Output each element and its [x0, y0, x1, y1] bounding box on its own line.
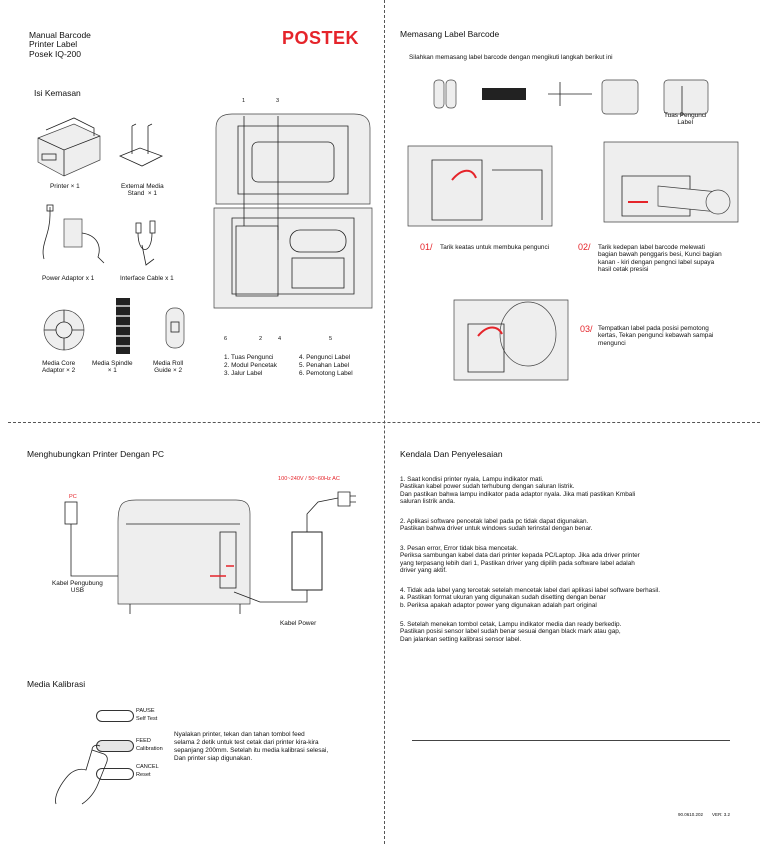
callout-number: 4 — [278, 336, 282, 342]
section-memasang-label: Memasang Label Barcode — [400, 29, 500, 39]
item-label: Interface Cable x 1 — [120, 275, 174, 282]
media-stand-illustration — [118, 123, 164, 167]
calibration-label: Calibration — [136, 746, 163, 752]
troubleshoot-paragraph: 1. Saat kondisi printer nyala, Lampu ind… — [400, 476, 636, 506]
item-label: Power Adaptor x 1 — [42, 275, 95, 282]
item-label: Media Roll Guide × 2 — [153, 360, 184, 375]
step3-illustration — [453, 299, 569, 381]
media-roll-guide-illustration — [165, 307, 185, 349]
item-label: Media Core Adaptor × 2 — [42, 360, 76, 375]
parts-legend-left: 1. Tuas Pengunci 2. Modul Pencetak 3. Ja… — [224, 354, 277, 377]
section-media-kalibrasi: Media Kalibrasi — [27, 679, 86, 689]
feed-label: FEED — [136, 738, 151, 744]
callout-number: 3 — [276, 98, 280, 104]
step-text: Tempatkan label pada posisi pemotong ker… — [598, 325, 714, 347]
step1-illustration — [407, 145, 553, 227]
power-cable-label: Kabel Power — [280, 620, 317, 627]
item-label: External Media Stand × 1 — [121, 183, 164, 198]
step-number: 01/ — [420, 242, 433, 252]
part-label-tuas-pengunci: Tuas Pengunci Label — [664, 112, 707, 127]
connection-diagram — [64, 491, 356, 614]
self-test-label: Self Test — [136, 716, 158, 722]
footer-version: VER: 3.2 — [712, 812, 731, 817]
footer-rule — [412, 740, 730, 741]
step-number: 02/ — [578, 242, 591, 252]
troubleshoot-paragraph: 4. Tidak ada label yang tercetak setelah… — [400, 587, 661, 609]
step2-illustration — [603, 141, 739, 223]
callout-number: 2 — [259, 336, 263, 342]
power-adaptor-illustration — [42, 204, 105, 264]
troubleshoot-paragraph: 3. Pesan error, Error tidak bisa menceta… — [400, 545, 640, 575]
hand-pressing-illustration — [55, 744, 108, 805]
media-core-adaptor-illustration — [43, 309, 85, 351]
step-number: 03/ — [580, 324, 593, 334]
horizontal-divider — [8, 422, 760, 423]
parts-legend-right: 4. Pengunci Label 5. Penahan Label 6. Pe… — [299, 354, 353, 377]
item-label: Printer × 1 — [50, 183, 80, 190]
callout-number: 6 — [224, 336, 228, 342]
pc-label: PC — [69, 494, 77, 500]
manual-title-2: Printer Label — [29, 39, 78, 49]
calibration-instructions: Nyalakan printer, tekan dan tahan tombol… — [174, 731, 329, 762]
cancel-button[interactable] — [96, 768, 134, 780]
power-spec: 100~240V / 50~60Hz AC — [278, 476, 340, 482]
section-isi-kemasan: Isi Kemasan — [34, 88, 81, 98]
troubleshoot-paragraph: 5. Setelah menekan tombol cetak, Lampu i… — [400, 621, 622, 643]
item-label: Media Spindle × 1 — [92, 360, 133, 375]
manual-title-3: Posek IQ-200 — [29, 49, 81, 59]
callout-number: 1 — [242, 98, 246, 104]
cancel-label: CANCEL — [136, 764, 159, 770]
manual-title-1: Manual Barcode — [29, 30, 91, 40]
troubleshoot-paragraph: 2. Aplikasi software pencetak label pada… — [400, 518, 593, 533]
interface-cable-illustration — [135, 220, 156, 266]
usb-cable-label: Kabel Pengubung USB — [52, 580, 103, 595]
pause-button[interactable] — [96, 710, 134, 722]
step-text: Tarik keatas untuk membuka pengunci — [440, 244, 550, 251]
printer-illustration — [37, 117, 101, 177]
label-parts-illustration — [433, 79, 709, 116]
reset-label: Reset — [136, 772, 151, 778]
feed-button[interactable] — [96, 740, 134, 752]
media-spindle-illustration — [116, 298, 130, 354]
footer-code: 90.0610.202 — [678, 812, 704, 817]
pause-label: PAUSE — [136, 708, 155, 714]
open-printer-diagram — [213, 113, 373, 309]
section-kendala: Kendala Dan Penyelesaian — [400, 449, 503, 459]
callout-number: 5 — [329, 336, 333, 342]
install-intro: Silahkan memasang label barcode dengan m… — [409, 54, 613, 61]
section-menghubungkan-pc: Menghubungkan Printer Dengan PC — [27, 449, 165, 459]
step-text: Tarik kedepan label barcode melewati bag… — [598, 244, 722, 274]
postek-logo: POSTEK — [282, 28, 360, 48]
